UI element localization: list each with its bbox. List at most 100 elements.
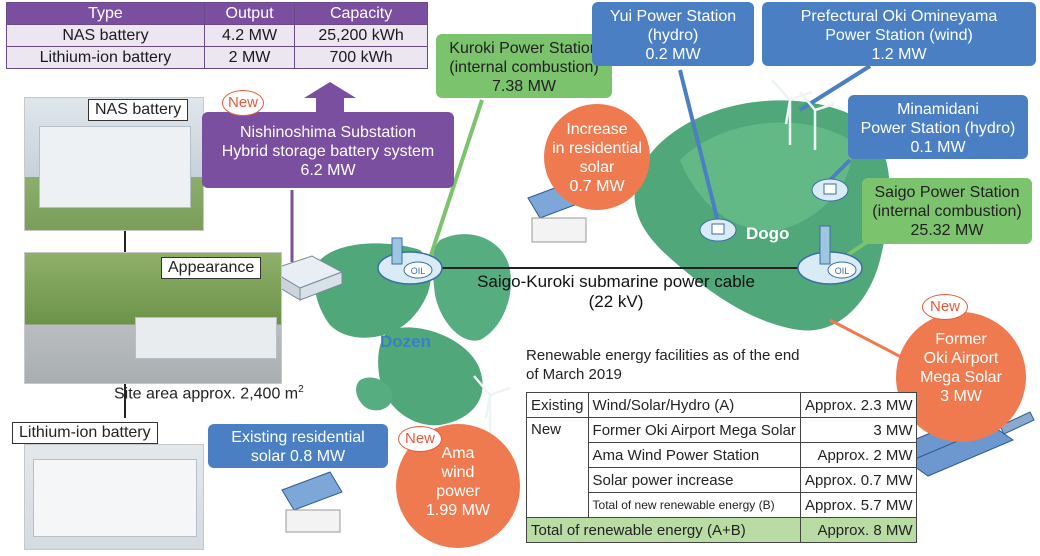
substation-callout: Nishinoshima Substation Hybrid storage b… [202, 112, 454, 188]
lithium-battery-photo [24, 444, 204, 550]
ama-wind-line2: wind [441, 464, 475, 481]
new-badge-substation: New [222, 90, 264, 116]
minamidani-line2: Power Station (hydro) [860, 120, 1016, 137]
residential-increase-line2: in residential [552, 140, 642, 157]
renewable-energy-table: Existing Wind/Solar/Hydro (A) Approx. 2.… [526, 392, 918, 543]
battery-spec-table: Type Output Capacity NAS battery 4.2 MW … [6, 2, 428, 69]
table-cell: 4.2 MW [203, 24, 296, 47]
existing-residential-callout: Existing residential solar 0.8 MW [208, 424, 388, 468]
yui-hydro-icon [699, 218, 737, 242]
ama-wind-turbine-icon [473, 375, 511, 440]
substation-line1: Nishinoshima Substation [239, 124, 417, 141]
table-cell: Approx. 5.7 MW [799, 492, 918, 518]
cable-line2: (22 kV) [588, 292, 644, 311]
table-cell: NAS battery [6, 24, 205, 47]
table-cell: 700 kWh [294, 46, 428, 69]
saigo-plant-icon: OIL [797, 225, 863, 285]
battery-table-header: Output [203, 2, 296, 25]
total-label-cell: Total of renewable energy (A+B) [526, 517, 801, 543]
battery-table-header: Capacity [294, 2, 428, 25]
table-cell: Approx. 0.7 MW [799, 467, 918, 493]
battery-table-header: Type [6, 2, 205, 25]
yui-line2: (hydro) [647, 27, 699, 44]
connector-minamidani [828, 158, 852, 182]
existing-category-cell: Existing [526, 392, 589, 418]
kuroki-oil-label: OIL [411, 266, 426, 276]
omineyama-wind-turbine-icon [771, 79, 835, 150]
dogo-island-highlight [680, 122, 852, 231]
omineyama-callout: Prefectural Oki Omineyama Power Station … [762, 2, 1036, 66]
residential-increase-line3: solar [579, 159, 615, 176]
omineyama-line2: Power Station (wind) [825, 27, 973, 44]
table-cell: Total of new renewable energy (B) [587, 492, 801, 518]
substation-line2: Hybrid storage battery system [221, 143, 435, 160]
dozen-label: Dozen [380, 332, 431, 351]
table-row: Existing Wind/Solar/Hydro (A) Approx. 2.… [526, 392, 918, 418]
saigo-line2: (internal combustion) [872, 203, 1022, 220]
table-cell: 2 MW [203, 46, 296, 69]
table-cell: Solar power increase [587, 467, 801, 493]
connector-omineyama [798, 64, 872, 112]
lithium-battery-label: Lithium-ion battery [12, 422, 158, 444]
dozen-small-island [356, 377, 393, 411]
table-cell: Approx. 2.3 MW [799, 392, 918, 418]
minamidani-callout: Minamidani Power Station (hydro) 0.1 MW [848, 95, 1028, 159]
saigo-line1: Saigo Power Station [874, 184, 1020, 201]
new-badge-airport: New [922, 294, 968, 320]
residential-increase-line1: Increase [566, 121, 628, 138]
yui-callout: Yui Power Station (hydro) 0.2 MW [592, 2, 754, 66]
cable-line1: Saigo-Kuroki submarine power cable [477, 272, 755, 291]
site-area-value: Site area approx. 2,400 m [114, 385, 299, 403]
airport-solar-line4: 3 MW [940, 388, 982, 405]
minamidani-line1: Minamidani [897, 101, 979, 118]
yui-line1: Yui Power Station [609, 8, 737, 25]
existing-solar-house-icon [281, 471, 343, 533]
residential-increase-callout: Increase in residential solar 0.7 MW [544, 104, 650, 210]
appearance-label: Appearance [161, 257, 262, 279]
existing-residential-line1: Existing residential [231, 429, 365, 446]
table-cell: Wind/Solar/Hydro (A) [587, 392, 801, 418]
saigo-callout: Saigo Power Station (internal combustion… [862, 178, 1032, 244]
table-row: Total of new renewable energy (B) Approx… [527, 492, 918, 518]
table-row: Ama Wind Power Station Approx. 2 MW [527, 442, 918, 468]
table-row: Lithium-ion battery 2 MW 700 kWh [6, 46, 428, 69]
lithium-battery-unit [33, 459, 197, 537]
appearance-building [135, 317, 277, 359]
table-row: NAS battery 4.2 MW 25,200 kWh [6, 24, 428, 47]
dozen-island-east [432, 234, 511, 341]
ama-wind-line3: power [436, 483, 480, 500]
table-cell: Approx. 2 MW [799, 442, 918, 468]
airport-solar-callout: Former Oki Airport Mega Solar 3 MW [896, 312, 1026, 442]
nas-battery-unit [39, 126, 191, 208]
kuroki-callout: Kuroki Power Station (internal combustio… [436, 34, 612, 98]
ama-wind-line1: Ama [441, 445, 475, 462]
kuroki-line1: Kuroki Power Station [449, 40, 599, 57]
connector-kuroki [428, 99, 484, 259]
table-cell: 3 MW [799, 417, 918, 443]
omineyama-line1: Prefectural Oki Omineyama [800, 8, 998, 25]
minamidani-hydro-icon [811, 178, 849, 202]
omineyama-line3: 1.2 MW [871, 46, 927, 63]
table-cell: Ama Wind Power Station [587, 442, 801, 468]
new-category-cell: New [526, 417, 589, 518]
site-area-text: Site area approx. 2,400 m2 [114, 384, 304, 403]
dozen-island-south [378, 327, 483, 426]
airport-solar-line3: Mega Solar [920, 369, 1002, 386]
substation-line3: 6.2 MW [300, 162, 356, 179]
table-cell: 25,200 kWh [294, 24, 428, 47]
airport-solar-line2: Oki Airport [923, 350, 999, 367]
arrow-up-to-table [304, 82, 356, 112]
kuroki-plant-icon: OIL [377, 237, 443, 285]
table-cell: Lithium-ion battery [6, 46, 205, 69]
total-value-cell: Approx. 8 MW [799, 517, 918, 543]
kuroki-line2: (internal combustion) [449, 59, 599, 76]
yui-line3: 0.2 MW [645, 46, 701, 63]
existing-residential-line2: solar 0.8 MW [250, 448, 346, 465]
new-badge-ama: New [398, 426, 442, 452]
saigo-line3: 25.32 MW [910, 222, 984, 239]
saigo-oil-label: OIL [835, 266, 850, 276]
renewable-title-line2: of March 2019 [526, 366, 622, 383]
table-row: New Former Oki Airport Mega Solar 3 MW [526, 417, 918, 518]
nas-battery-label: NAS battery [88, 99, 189, 121]
airport-solar-line1: Former [935, 331, 987, 348]
